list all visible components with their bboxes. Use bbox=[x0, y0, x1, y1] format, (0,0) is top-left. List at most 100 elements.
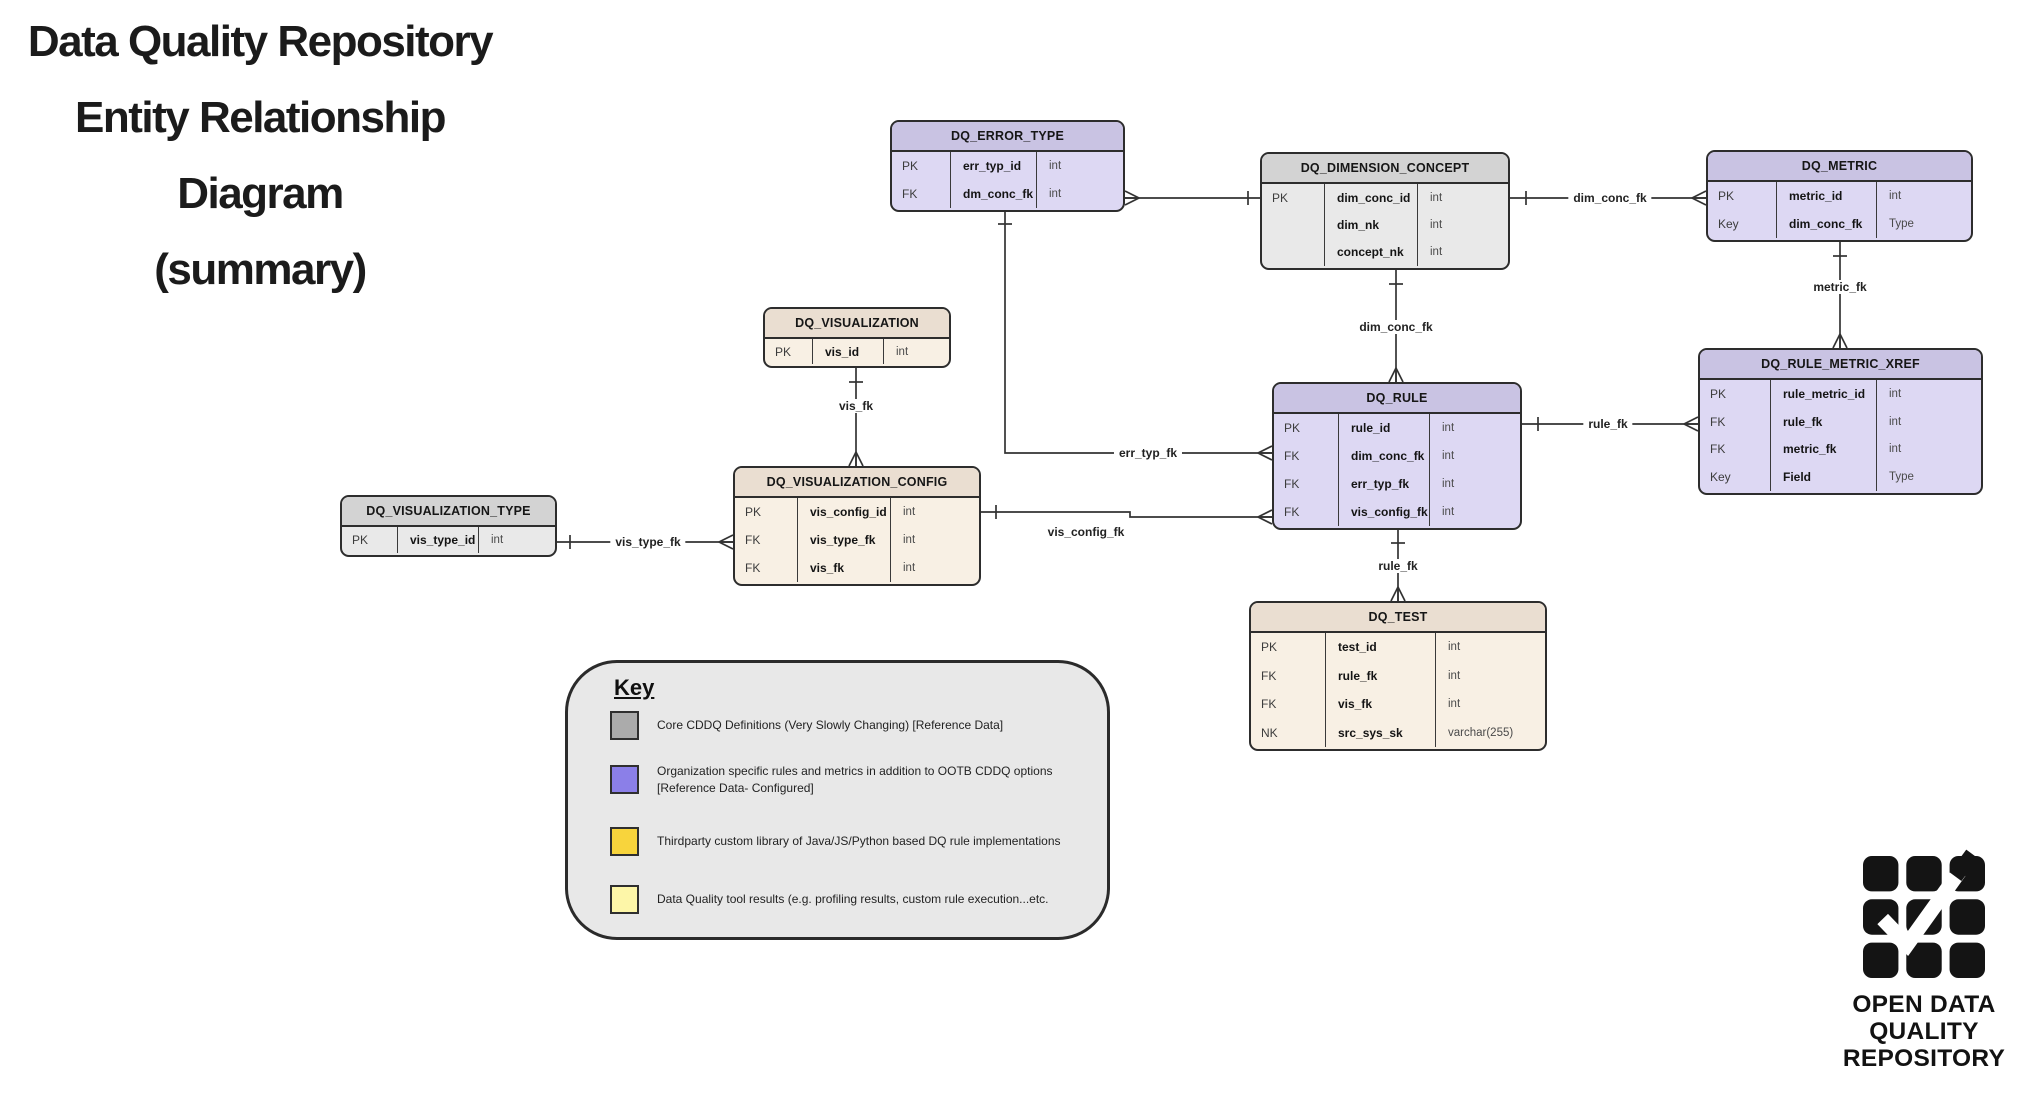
attribute-key: FK bbox=[1284, 477, 1300, 491]
many-cardinality-marker bbox=[848, 451, 864, 467]
attribute-key: PK bbox=[1710, 386, 1727, 401]
entity-attribute-row: PK dim_conc_id int bbox=[1262, 184, 1508, 212]
entity-attribute-row: NK src_sys_sk varchar(255) bbox=[1251, 718, 1545, 747]
attribute-name: vis_type_id bbox=[397, 527, 479, 553]
attribute-key: PK bbox=[1272, 190, 1289, 205]
attribute-name: metric_fk bbox=[1770, 435, 1877, 464]
gold-swatch-icon bbox=[610, 827, 639, 856]
checkmark-grid-icon bbox=[1863, 849, 1985, 978]
entity-title-dq_rule_metric_xref: DQ_RULE_METRIC_XREF bbox=[1700, 350, 1981, 380]
attribute-type: int bbox=[1049, 160, 1062, 172]
attribute-type: int bbox=[1448, 698, 1461, 711]
attribute-name: src_sys_sk bbox=[1325, 718, 1436, 747]
many-cardinality-marker bbox=[1257, 445, 1273, 461]
attribute-key: NK bbox=[1261, 725, 1278, 740]
attribute-key: FK bbox=[745, 561, 761, 575]
entity-title-dq_visualization_type: DQ_VISUALIZATION_TYPE bbox=[342, 497, 555, 527]
attribute-key: FK bbox=[1261, 668, 1277, 683]
attribute-key: PK bbox=[902, 159, 919, 173]
relationship-label-vis_fk: vis_fk bbox=[833, 399, 879, 413]
attribute-name: dm_conc_fk bbox=[950, 180, 1037, 208]
relationship-label-rule_fk: rule_fk bbox=[1373, 559, 1423, 573]
relationship-label-vis_config_fk: vis_config_fk bbox=[1047, 525, 1125, 539]
attribute-type: int bbox=[903, 506, 916, 518]
attribute-key: PK bbox=[745, 505, 762, 519]
attribute-type: int bbox=[1448, 641, 1461, 654]
attribute-key: PK bbox=[775, 344, 792, 359]
attribute-type: int bbox=[896, 345, 909, 358]
many-cardinality-marker bbox=[718, 534, 734, 550]
purple-swatch-icon bbox=[610, 765, 639, 795]
attribute-type: int bbox=[1442, 450, 1455, 462]
attribute-type: int bbox=[1442, 478, 1455, 490]
attribute-name: vis_type_fk bbox=[797, 526, 891, 554]
key-item-tool-results: Data Quality tool results (e.g. profilin… bbox=[610, 885, 1080, 914]
attribute-key: FK bbox=[1710, 414, 1726, 429]
attribute-name: vis_fk bbox=[1325, 690, 1436, 719]
attribute-key: FK bbox=[1261, 697, 1277, 712]
relationship-label-vis_type_fk: vis_type_fk bbox=[610, 535, 686, 549]
relationship-label-dim_conc_fk: dim_conc_fk bbox=[1568, 191, 1652, 205]
attribute-name: test_id bbox=[1325, 633, 1436, 662]
attribute-type: int bbox=[1430, 191, 1443, 204]
attribute-type: int bbox=[1442, 422, 1455, 434]
attribute-name: rule_id bbox=[1338, 414, 1430, 442]
many-cardinality-marker bbox=[1691, 190, 1707, 206]
attribute-key: PK bbox=[1718, 189, 1735, 203]
entity-attribute-row: PK vis_config_id int bbox=[735, 498, 979, 526]
attribute-type: int bbox=[903, 562, 916, 574]
attribute-name: vis_fk bbox=[797, 554, 891, 582]
diagram-title: Data Quality Repository Entity Relations… bbox=[0, 4, 520, 308]
attribute-type: varchar(255) bbox=[1448, 726, 1514, 739]
attribute-type: Type bbox=[1889, 218, 1914, 230]
odq-logo: OPEN DATA QUALITY REPOSITORY bbox=[1826, 849, 2022, 1072]
entity-title-dq_test: DQ_TEST bbox=[1251, 603, 1545, 633]
attribute-type: int bbox=[1430, 218, 1443, 231]
attribute-name: vis_config_id bbox=[797, 498, 891, 526]
many-cardinality-marker bbox=[1683, 416, 1699, 432]
attribute-key: FK bbox=[1710, 442, 1726, 457]
key-item-text: Thirdparty custom library of Java/JS/Pyt… bbox=[657, 834, 1061, 849]
entity-attribute-row: FK vis_fk int bbox=[735, 554, 979, 582]
relationship-label-rule_fk: rule_fk bbox=[1583, 417, 1633, 431]
attribute-key: PK bbox=[352, 533, 369, 547]
attribute-name: vis_config_fk bbox=[1338, 498, 1430, 526]
gray-swatch-icon bbox=[610, 711, 639, 740]
many-cardinality-marker bbox=[1832, 333, 1848, 349]
key-item-text: Core CDDQ Definitions (Very Slowly Chang… bbox=[657, 718, 1004, 733]
attribute-name: dim_conc_fk bbox=[1776, 210, 1877, 238]
attribute-name: rule_fk bbox=[1325, 661, 1436, 690]
light-yellow-swatch-icon bbox=[610, 885, 639, 914]
attribute-name: dim_nk bbox=[1324, 211, 1418, 239]
many-cardinality-marker bbox=[1388, 367, 1404, 383]
attribute-type: int bbox=[1889, 443, 1902, 456]
title-line-1: Data Quality Repository bbox=[27, 17, 494, 66]
attribute-type: int bbox=[1889, 415, 1902, 428]
attribute-key: FK bbox=[745, 533, 761, 547]
entity-title-dq_visualization: DQ_VISUALIZATION bbox=[765, 309, 949, 339]
key-legend: Key Core CDDQ Definitions (Very Slowly C… bbox=[565, 660, 1110, 940]
attribute-name: dim_conc_id bbox=[1324, 184, 1418, 212]
entity-title-dq_dimension_concept: DQ_DIMENSION_CONCEPT bbox=[1262, 154, 1508, 184]
entity-attribute-row: dim_nk int bbox=[1262, 211, 1508, 239]
relationship-label-err_typ_fk: err_typ_fk bbox=[1113, 446, 1183, 460]
attribute-type: int bbox=[1889, 387, 1902, 400]
attribute-type: int bbox=[1049, 188, 1062, 200]
entity-title-dq_error_type: DQ_ERROR_TYPE bbox=[892, 122, 1123, 152]
key-legend-title: Key bbox=[614, 675, 655, 700]
key-item-core-definitions: Core CDDQ Definitions (Very Slowly Chang… bbox=[610, 711, 1080, 740]
key-item-thirdparty-library: Thirdparty custom library of Java/JS/Pyt… bbox=[610, 827, 1080, 856]
